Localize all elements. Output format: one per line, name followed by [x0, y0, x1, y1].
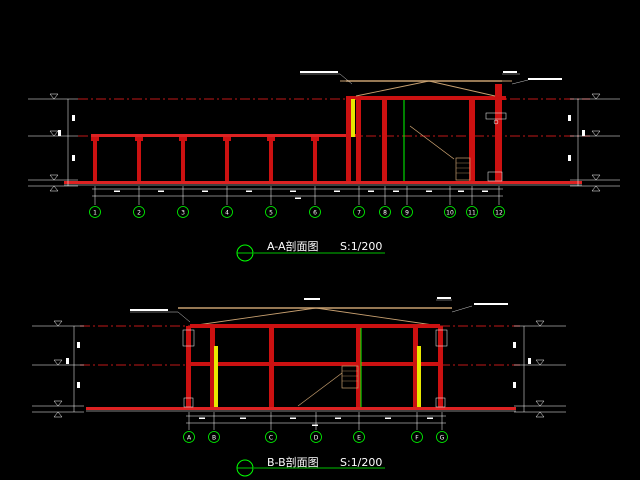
grid-label-b-g: G [440, 435, 445, 442]
grid-label-a-4: 4 [225, 210, 229, 217]
grid-label-a-12: 12 [495, 210, 503, 217]
section-a-dimension-chain [92, 186, 503, 205]
section-b-right-elevation-marks [513, 320, 566, 418]
section-a-right-elevation-marks [568, 93, 620, 192]
grid-label-a-3: 3 [181, 210, 185, 217]
section-b-drawing: A B C D E F G B-B剖面图 S:1/200 [32, 297, 566, 477]
section-a-drawing: 1 2 3 4 5 6 7 8 9 10 11 12 A-A剖面图 S:1/20… [28, 71, 620, 262]
section-b-scale: S:1/200 [340, 456, 382, 469]
section-a-scale: S:1/200 [340, 240, 382, 253]
grid-label-b-d: D [314, 435, 319, 442]
section-a-title: A-A剖面图 [267, 239, 319, 253]
grid-label-a-2: 2 [137, 210, 141, 217]
grid-label-a-7: 7 [357, 210, 361, 217]
section-b-dimension-chain [186, 412, 446, 430]
grid-label-b-c: C [269, 435, 273, 442]
section-b-title: B-B剖面图 [267, 455, 319, 469]
section-b-left-elevation-marks [32, 320, 84, 418]
section-a-title-block: A-A剖面图 S:1/200 [236, 239, 385, 262]
section-a-left-elevation-marks [28, 93, 78, 192]
grid-label-a-5: 5 [269, 210, 273, 217]
section-b-building [178, 307, 452, 408]
grid-label-a-8: 8 [383, 210, 387, 217]
section-b-title-block: B-B剖面图 S:1/200 [236, 455, 385, 477]
section-a-grid-axes: 1 2 3 4 5 6 7 8 9 10 11 12 [89, 206, 505, 218]
section-a-main-block [340, 80, 512, 182]
grid-label-b-a: A [187, 435, 192, 442]
grid-label-a-11: 11 [468, 210, 476, 217]
grid-label-b-b: B [212, 435, 216, 442]
section-a-leader-notes [300, 71, 562, 85]
grid-label-a-9: 9 [405, 210, 409, 217]
section-b-leader-notes [130, 297, 508, 323]
grid-label-b-f: F [415, 435, 419, 442]
grid-label-b-e: E [357, 435, 361, 442]
section-a-colonnade [91, 134, 357, 181]
section-b-grid-axes: A B C D E F G [183, 431, 448, 443]
grid-label-a-1: 1 [93, 210, 97, 217]
grid-label-a-6: 6 [313, 210, 317, 217]
grid-label-a-10: 10 [446, 210, 454, 217]
